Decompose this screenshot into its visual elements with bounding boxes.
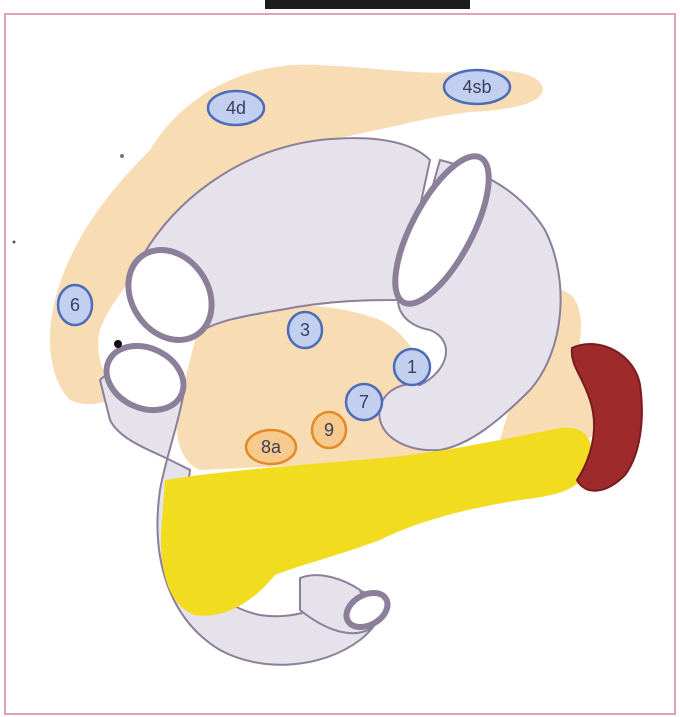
node-8a[interactable]: 8a xyxy=(246,430,296,464)
node-4sb[interactable]: 4sb xyxy=(444,70,510,104)
node-6[interactable]: 6 xyxy=(58,285,92,325)
node-7-label: 7 xyxy=(359,392,369,412)
node-1[interactable]: 1 xyxy=(394,349,430,385)
node-3[interactable]: 3 xyxy=(288,312,322,348)
node-3-label: 3 xyxy=(300,320,310,340)
scan-speck xyxy=(13,241,16,244)
node-9[interactable]: 9 xyxy=(312,412,346,448)
node-4d[interactable]: 4d xyxy=(208,91,264,125)
heading-fragment-mark xyxy=(265,0,470,9)
node-4sb-label: 4sb xyxy=(462,77,491,97)
node-4d-label: 4d xyxy=(226,98,246,118)
node-6-label: 6 xyxy=(70,295,80,315)
node-1-label: 1 xyxy=(407,357,417,377)
node-9-label: 9 xyxy=(324,420,334,440)
scan-speck xyxy=(114,340,122,348)
node-8a-label: 8a xyxy=(261,437,282,457)
node-7[interactable]: 7 xyxy=(346,384,382,420)
scan-speck xyxy=(120,154,124,158)
